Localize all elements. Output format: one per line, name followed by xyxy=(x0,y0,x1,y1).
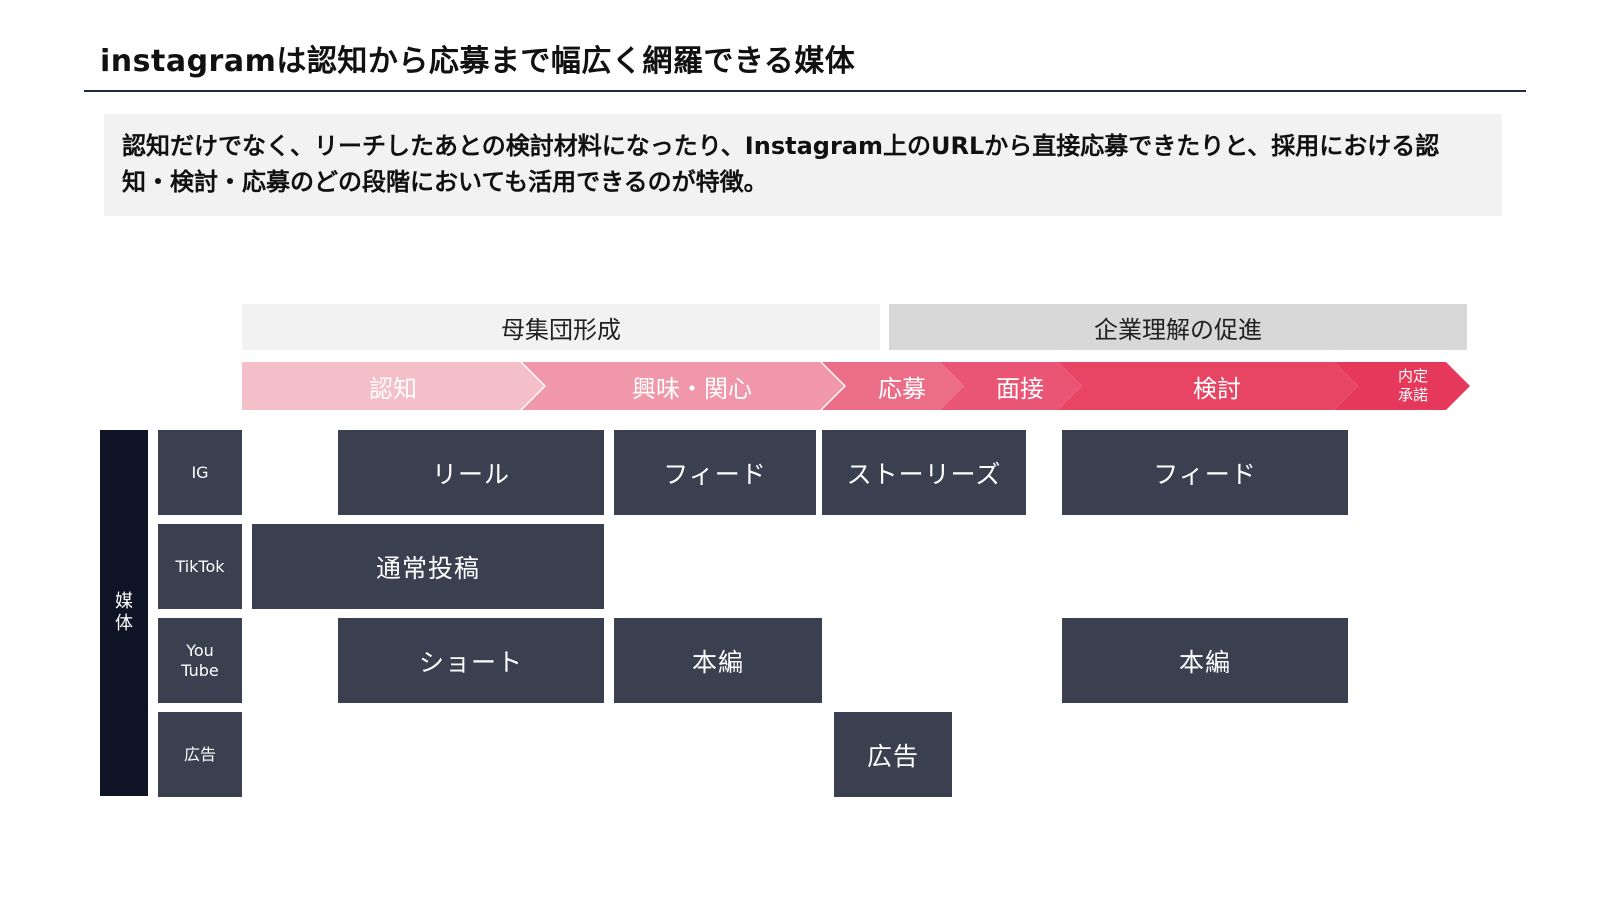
media-label-tiktok: TikTok xyxy=(158,524,242,609)
media-label-youtube-line1: You xyxy=(186,640,214,660)
cell-youtube-short: ショート xyxy=(338,618,604,703)
cell-tiktok-post: 通常投稿 xyxy=(252,524,604,609)
stage-offer-line1: 内定 xyxy=(1397,367,1428,385)
cell-ad: 広告 xyxy=(834,712,952,797)
stage-awareness: 認知 xyxy=(242,362,544,410)
cell-youtube-main-2: 本編 xyxy=(1062,618,1348,703)
media-label-youtube: You Tube xyxy=(158,618,242,703)
cell-youtube-main-1: 本編 xyxy=(614,618,822,703)
media-header-char-1: 媒 xyxy=(115,591,133,612)
stage-offer-line2: 承諾 xyxy=(1397,386,1428,404)
cell-ig-stories: ストーリーズ xyxy=(822,430,1026,515)
cell-ig-reel: リール xyxy=(338,430,604,515)
phase-population-formation: 母集団形成 xyxy=(242,304,880,350)
stage-interest: 興味・関心 xyxy=(522,362,844,410)
cell-ig-feed-1: フィード xyxy=(614,430,816,515)
title-divider xyxy=(84,90,1526,92)
cell-ig-feed-2: フィード xyxy=(1062,430,1348,515)
media-header: 媒 体 xyxy=(100,430,148,796)
media-label-ig: IG xyxy=(158,430,242,515)
media-label-ad: 広告 xyxy=(158,712,242,797)
media-label-youtube-line2: Tube xyxy=(181,660,219,680)
media-header-char-2: 体 xyxy=(115,613,133,634)
page-title: instagramは認知から応募まで幅広く網羅できる媒体 xyxy=(100,44,856,79)
summary-box: 認知だけでなく、リーチしたあとの検討材料になったり、Instagram上のURL… xyxy=(104,114,1502,216)
phase-company-understanding: 企業理解の促進 xyxy=(889,304,1467,350)
stage-consideration: 検討 xyxy=(1058,362,1358,410)
